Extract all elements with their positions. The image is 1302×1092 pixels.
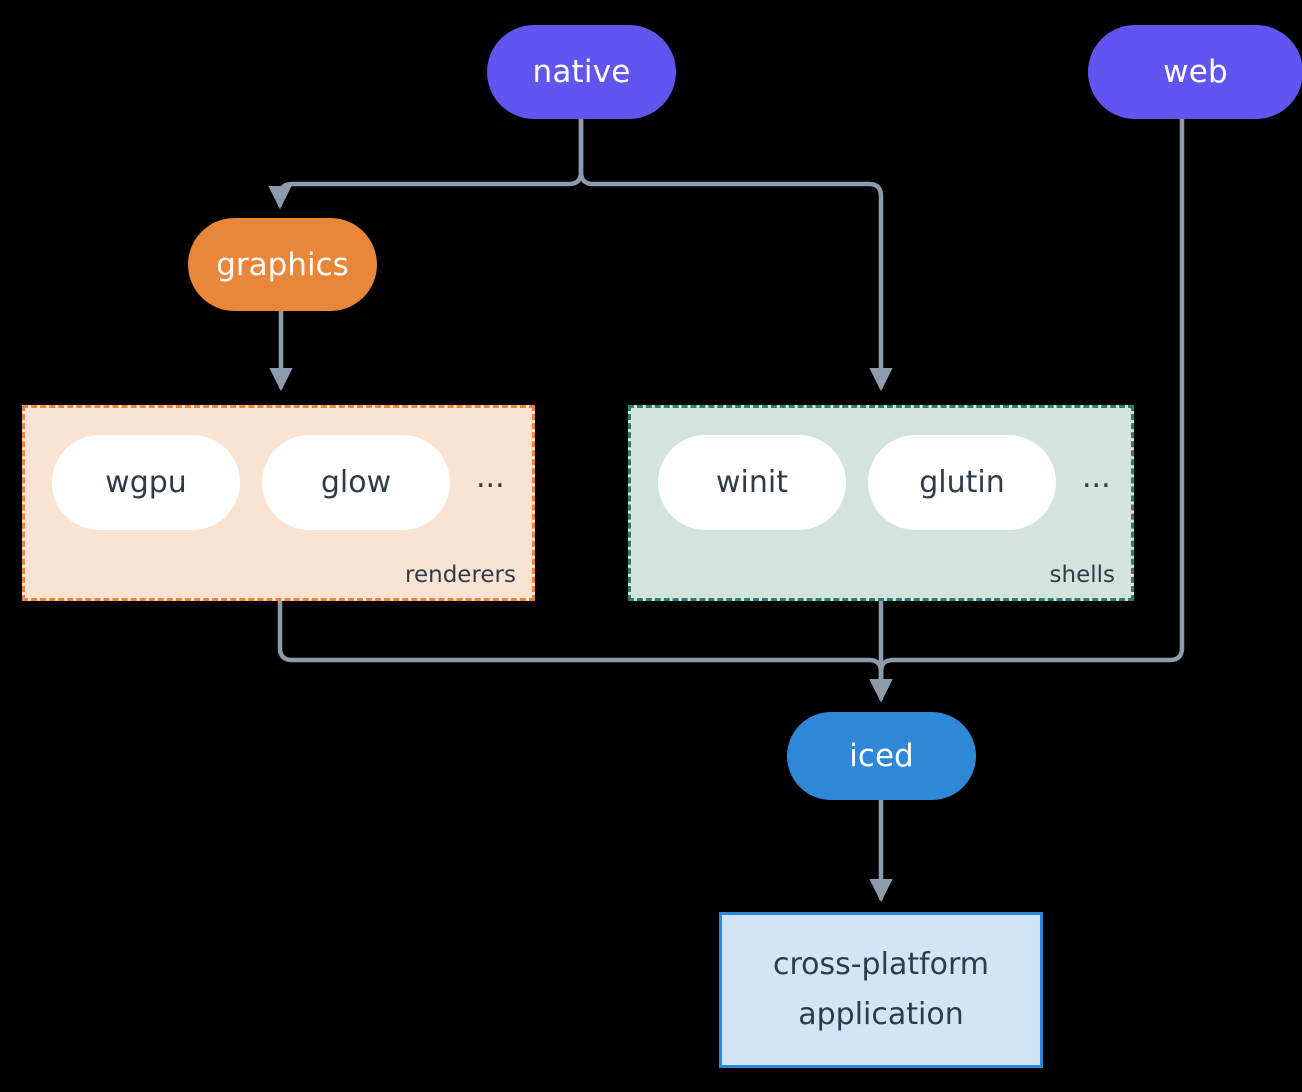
node-iced-label: iced <box>849 738 914 774</box>
shells-more-ellipsis: ... <box>1082 460 1111 495</box>
node-iced[interactable]: iced <box>787 712 976 800</box>
chip-glow[interactable]: glow <box>262 435 450 530</box>
node-cross-platform-application[interactable]: cross-platform application <box>719 912 1043 1068</box>
chip-wgpu-label: wgpu <box>105 465 187 500</box>
group-renderers-caption: renderers <box>405 562 516 588</box>
group-renderers-items: wgpu glow ... <box>52 435 509 530</box>
group-shells-items: winit glutin ... <box>658 435 1115 530</box>
chip-glutin[interactable]: glutin <box>868 435 1056 530</box>
group-shells-caption: shells <box>1049 562 1115 588</box>
node-graphics[interactable]: graphics <box>188 218 377 311</box>
node-native-label: native <box>532 54 631 90</box>
group-renderers[interactable]: wgpu glow ... renderers <box>22 405 535 601</box>
chip-glutin-label: glutin <box>919 465 1005 500</box>
chip-winit[interactable]: winit <box>658 435 846 530</box>
application-label-line1: cross-platform <box>772 946 990 982</box>
chip-glow-label: glow <box>320 465 392 500</box>
edge-native-split <box>268 116 584 210</box>
node-graphics-label: graphics <box>216 246 349 283</box>
edge-renderers-to-iced <box>277 598 893 703</box>
chip-winit-label: winit <box>716 465 788 500</box>
node-web[interactable]: web <box>1088 25 1302 119</box>
group-shells[interactable]: winit glutin ... shells <box>628 405 1134 601</box>
node-native[interactable]: native <box>487 25 676 119</box>
edge-native-to-shells <box>578 116 893 392</box>
renderers-more-ellipsis: ... <box>476 460 505 495</box>
chip-wgpu[interactable]: wgpu <box>52 435 240 530</box>
node-web-label: web <box>1163 54 1228 90</box>
application-label-line2: application <box>798 997 964 1032</box>
